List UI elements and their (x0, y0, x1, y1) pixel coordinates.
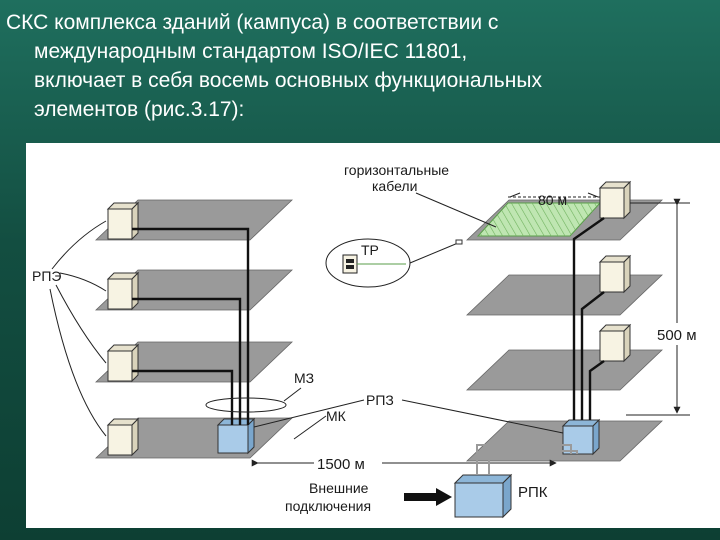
mk-label: МК (326, 408, 347, 424)
dist-1500-label: 1500 м (317, 456, 365, 473)
intro-line-2: международным стандартом ISO/IEC 11801, (34, 40, 468, 63)
left-building-distributor (216, 417, 256, 455)
rpe-label: РПЭ (32, 268, 61, 284)
dist-500-label: 500 м (657, 327, 697, 344)
right-cabinet-3 (598, 323, 632, 363)
external-label-1: Внешние (309, 480, 369, 496)
mz-pointer (283, 387, 302, 402)
left-riser-cable-3 (132, 369, 234, 425)
horizontal-cables-label-2: кабели (372, 178, 417, 194)
left-cabinet-1 (106, 201, 140, 241)
horizontal-cables-label-1: горизонтальные (344, 162, 449, 178)
horizontal-cabling-hatch (478, 203, 600, 236)
horizontal-cables-pointer (415, 192, 497, 228)
intro-paragraph: СКС комплекса зданий (кампуса) в соответ… (6, 8, 714, 124)
right-cabinet-1 (598, 180, 632, 220)
external-arrow (404, 488, 452, 506)
intro-line-1: СКС комплекса зданий (кампуса) в соответ… (6, 11, 499, 34)
left-riser-cable-2 (132, 297, 242, 425)
campus-cable-2 (488, 450, 578, 475)
tp-outlet-icon (342, 254, 358, 274)
right-riser-cable-1 (572, 217, 605, 420)
tp-outlet-marker (455, 239, 463, 245)
right-building-distributor (561, 418, 601, 456)
campus-distributor (453, 473, 513, 519)
right-cabinet-2 (598, 254, 632, 294)
left-riser-cable-1 (132, 227, 250, 425)
campus-scs-diagram: РПЭ МЗ (26, 143, 720, 528)
left-cabinet-4 (106, 417, 140, 457)
intro-line-4: элементов (рис.3.17): (34, 98, 245, 121)
mk-pointer (293, 415, 327, 440)
dist-1500-bg (314, 453, 382, 473)
left-cabinet-3 (106, 343, 140, 383)
dist-500-bg (654, 323, 718, 345)
right-floor-3 (466, 349, 663, 391)
left-building (95, 199, 293, 459)
dimension-500m (626, 198, 690, 416)
mz-ellipse (205, 397, 287, 413)
right-floor-2 (466, 274, 663, 316)
mz-label: МЗ (294, 370, 314, 386)
rpz-pointer-left (253, 399, 365, 428)
rpe-pointer-lines (49, 220, 107, 437)
external-label-2: подключения (285, 498, 371, 514)
rpz-label: РПЗ (366, 392, 394, 408)
right-building (466, 180, 663, 462)
tp-label: ТР (361, 242, 379, 258)
tp-pointer (409, 242, 459, 264)
left-cabinet-2 (106, 271, 140, 311)
dist-80-label: 80 м (538, 192, 567, 208)
diagram-svg: РПЭ МЗ (32, 162, 718, 519)
dimension-80m (508, 192, 600, 198)
right-riser-cable-2 (580, 291, 605, 420)
right-riser-cable-3 (588, 360, 605, 420)
rpk-label: РПК (518, 484, 548, 501)
rpz-pointer-right (401, 399, 564, 434)
campus-cable-1 (476, 444, 572, 475)
intro-line-3: включает в себя восемь основных функцион… (34, 69, 542, 92)
